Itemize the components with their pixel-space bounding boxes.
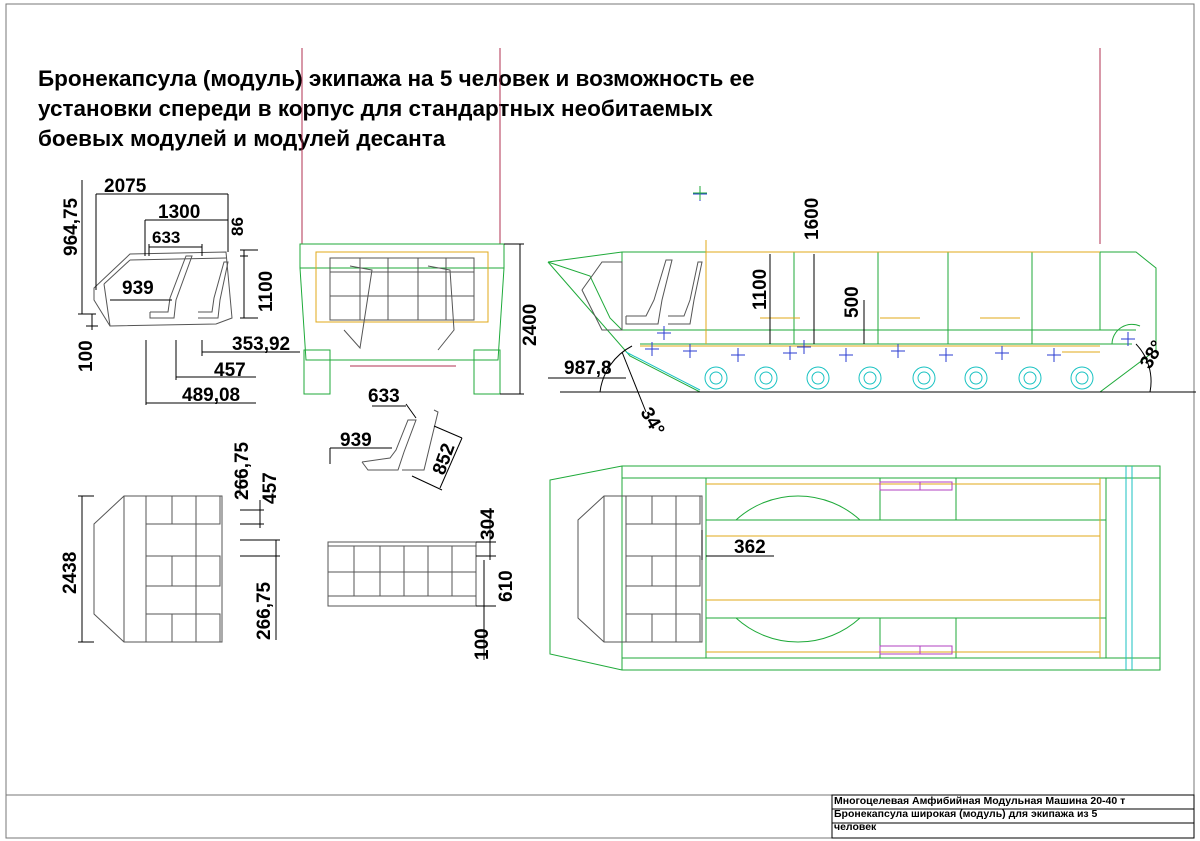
dim-489-08: 489,08 [182, 385, 240, 406]
dim-1100-a: 1100 [256, 271, 277, 312]
dim-266-75-b: 266,75 [254, 581, 275, 640]
title-line-1: Бронекапсула (модуль) экипажа на 5 челов… [38, 66, 755, 91]
dim-266-75-a: 266,75 [232, 441, 253, 500]
dim-987-8: 987,8 [564, 358, 612, 379]
capsule-front-panel [327, 508, 496, 660]
dim-633-b: 633 [368, 386, 400, 407]
dim-1300: 1300 [158, 202, 200, 223]
dim-939-b: 939 [340, 430, 372, 451]
dim-86: 86 [228, 217, 247, 236]
stamp-line-1: Многоцелевая Амфибийная Модульная Машина… [834, 795, 1126, 807]
seat-detail [329, 403, 463, 491]
dim-852: 852 [429, 441, 460, 478]
dim-304: 304 [478, 508, 499, 540]
road-wheels [625, 351, 1100, 393]
dim-1600: 1600 [802, 198, 823, 240]
angle-38: 38° [1136, 337, 1169, 372]
dim-100-a: 100 [76, 340, 97, 372]
dim-939-a: 939 [122, 278, 154, 299]
hull-front-view [299, 48, 524, 395]
title-block-text: Многоцелевая Амфибийная Модульная Машина… [834, 795, 1192, 837]
dim-2400: 2400 [520, 304, 541, 346]
dim-100-b: 100 [472, 628, 493, 660]
drawing-title: Бронекапсула (модуль) экипажа на 5 челов… [38, 64, 898, 154]
title-line-3: боевых модулей и модулей десанта [38, 126, 446, 151]
dim-457-a: 457 [214, 360, 246, 381]
dim-633-a: 633 [152, 228, 180, 247]
dim-362: 362 [734, 537, 766, 558]
dim-964-75: 964,75 [61, 197, 82, 256]
dim-457-b: 457 [260, 472, 281, 504]
title-line-2: установки спереди в корпус для стандартн… [38, 96, 713, 121]
hull-side-view [547, 48, 1196, 413]
capsule-side-view [78, 180, 300, 405]
capsule-top-view [78, 470, 280, 643]
dim-610: 610 [496, 570, 517, 602]
dim-353-92: 353,92 [232, 334, 290, 355]
angle-34: 34° [636, 404, 669, 439]
title-block [831, 794, 1195, 839]
stamp-line-3: человек [834, 821, 877, 833]
dim-2438: 2438 [60, 552, 81, 594]
sheet-frame [5, 3, 1195, 839]
dim-500: 500 [842, 286, 863, 318]
hull-top-view [549, 465, 1161, 671]
dim-2075: 2075 [104, 176, 147, 197]
dim-1100-b: 1100 [750, 269, 771, 310]
stamp-line-2: Бронекапсула широкая (модуль) для экипаж… [834, 808, 1098, 820]
